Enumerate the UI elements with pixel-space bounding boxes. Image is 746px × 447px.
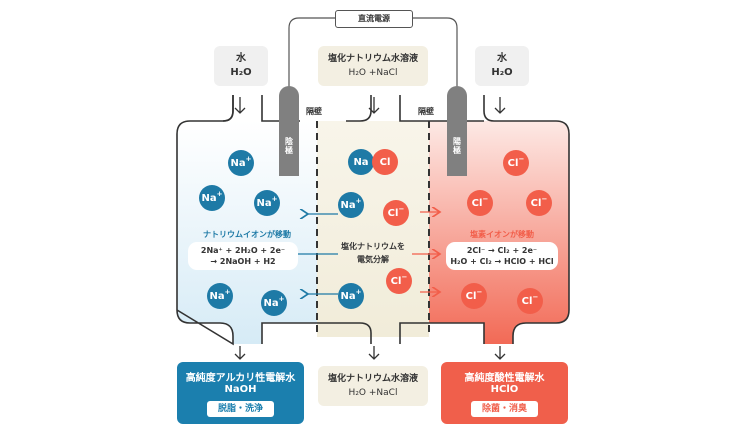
sodium-ion: Na+ — [261, 290, 287, 316]
output-acid-use-tag: 除菌・消臭 — [471, 401, 538, 417]
chloride-ion: Cl− — [383, 200, 409, 226]
sodium-ion: Na+ — [338, 283, 364, 309]
membrane-right-label: 隔壁 — [418, 107, 434, 116]
input-nacl-label: 塩化ナトリウム水溶液 — [327, 54, 418, 64]
membrane-left-label: 隔壁 — [306, 107, 322, 116]
input-water-right-label: 水 — [497, 53, 507, 64]
input-water-left-label: 水 — [236, 53, 246, 64]
chloride-ion: Cl− — [503, 150, 529, 176]
vessel-outline — [176, 95, 570, 346]
right-chamber-formula: 2Cl⁻ → Cl₂ + 2e⁻ H₂O + Cl₂ → HClO + HCl — [446, 242, 558, 270]
sodium-ion: Na+ — [254, 190, 280, 216]
cathode-electrode: 陰極 — [279, 86, 299, 176]
anode-label: 陽極 — [452, 137, 462, 155]
output-acid-water: 高純度酸性電解水 HClO 除菌・消臭 — [441, 362, 568, 424]
power-source-label: 直流電源 — [335, 10, 413, 28]
center-process-label: 塩化ナトリウムを 電気分解 — [327, 240, 419, 266]
output-nacl-solution: 塩化ナトリウム水溶液 H₂O +NaCl — [318, 366, 428, 406]
center-chamber-fill — [317, 121, 429, 337]
right-formula-line2: H₂O + Cl₂ → HClO + HCl — [450, 257, 554, 266]
input-water-left: 水 H₂O — [214, 46, 268, 86]
chloride-ion: Cl− — [517, 288, 543, 314]
cathode-label: 陰極 — [284, 137, 294, 155]
left-formula-line2: → 2NaOH + H2 — [210, 257, 276, 266]
chloride-ion-bonded: Cl — [372, 149, 398, 175]
sodium-ion: Na+ — [338, 192, 364, 218]
output-acid-formula: HClO — [490, 384, 519, 395]
left-chamber-caption: ナトリウムイオンが移動 — [203, 230, 291, 239]
chloride-ion: Cl− — [526, 190, 552, 216]
input-nacl-formula: H₂O +NaCl — [348, 68, 398, 78]
output-nacl-label: 塩化ナトリウム水溶液 — [327, 374, 418, 384]
left-chamber-formula: 2Na⁺ + 2H₂O + 2e⁻ → 2NaOH + H2 — [188, 242, 298, 270]
input-water-left-formula: H₂O — [230, 67, 252, 78]
center-process-line1: 塩化ナトリウムを — [341, 242, 405, 251]
sodium-ion: Na+ — [207, 283, 233, 309]
sodium-ion: Na+ — [228, 150, 254, 176]
chloride-ion: Cl− — [467, 190, 493, 216]
output-alkaline-use-tag: 脱脂・洗浄 — [207, 401, 274, 417]
input-nacl-solution: 塩化ナトリウム水溶液 H₂O +NaCl — [318, 46, 428, 86]
chloride-ion: Cl− — [386, 268, 412, 294]
output-nacl-formula: H₂O +NaCl — [348, 388, 398, 398]
input-water-right-formula: H₂O — [491, 67, 513, 78]
input-water-right: 水 H₂O — [475, 46, 529, 86]
output-alkaline-title: 高純度アルカリ性電解水 — [185, 373, 296, 384]
center-process-line2: 電気分解 — [357, 255, 389, 264]
output-alkaline-formula: NaOH — [224, 384, 257, 395]
sodium-ion: Na+ — [199, 185, 225, 211]
anode-electrode: 陽極 — [447, 86, 467, 176]
right-formula-line1: 2Cl⁻ → Cl₂ + 2e⁻ — [466, 246, 538, 255]
output-acid-title: 高純度酸性電解水 — [464, 373, 545, 384]
right-chamber-caption: 塩素イオンが移動 — [470, 230, 534, 239]
output-alkaline-water: 高純度アルカリ性電解水 NaOH 脱脂・洗浄 — [177, 362, 304, 424]
left-formula-line1: 2Na⁺ + 2H₂O + 2e⁻ — [200, 246, 286, 255]
sodium-ion-bonded: Na — [348, 149, 374, 175]
chloride-ion: Cl− — [461, 283, 487, 309]
